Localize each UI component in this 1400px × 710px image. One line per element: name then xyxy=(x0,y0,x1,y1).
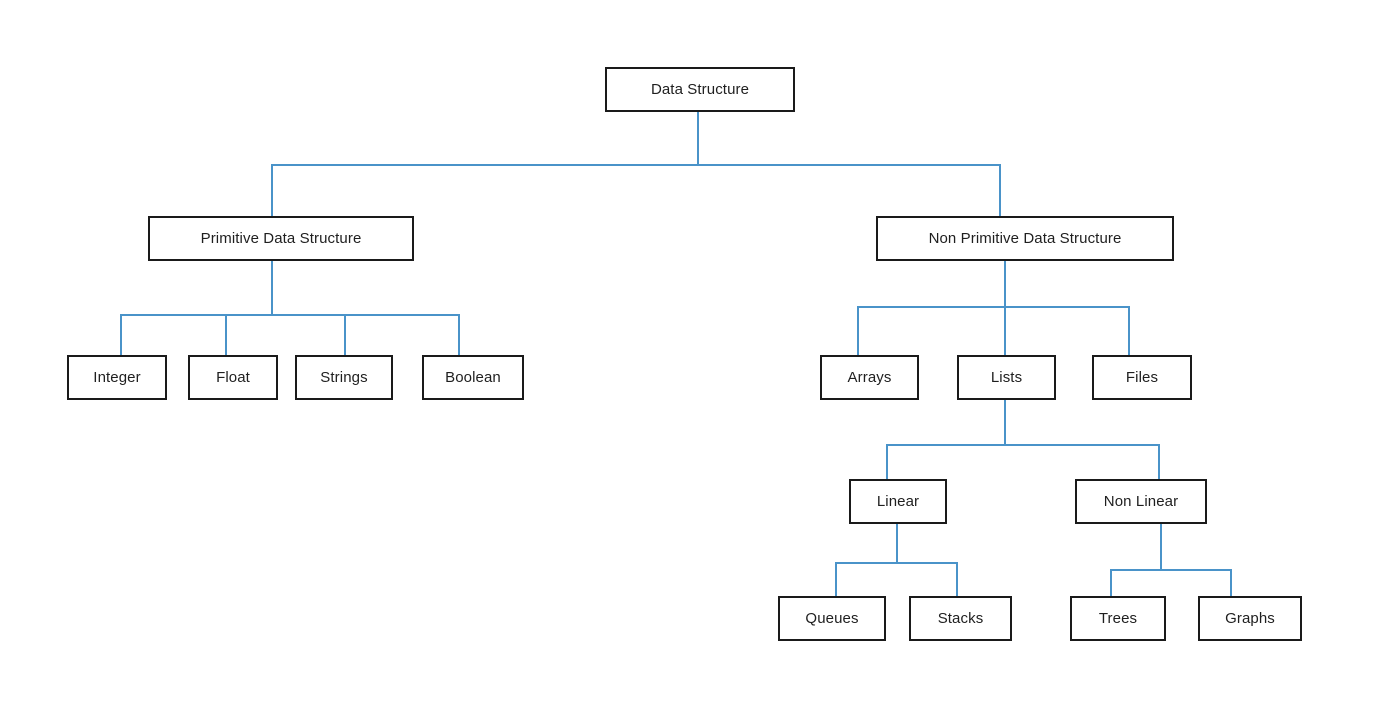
node-trees[interactable]: Trees xyxy=(1070,596,1166,641)
node-arrays[interactable]: Arrays xyxy=(820,355,919,400)
node-linear[interactable]: Linear xyxy=(849,479,947,524)
node-non-linear[interactable]: Non Linear xyxy=(1075,479,1207,524)
node-files[interactable]: Files xyxy=(1092,355,1192,400)
node-graphs[interactable]: Graphs xyxy=(1198,596,1302,641)
node-float[interactable]: Float xyxy=(188,355,278,400)
node-stacks[interactable]: Stacks xyxy=(909,596,1012,641)
node-non-primitive-data-structure[interactable]: Non Primitive Data Structure xyxy=(876,216,1174,261)
node-data-structure[interactable]: Data Structure xyxy=(605,67,795,112)
node-lists[interactable]: Lists xyxy=(957,355,1056,400)
node-strings[interactable]: Strings xyxy=(295,355,393,400)
node-queues[interactable]: Queues xyxy=(778,596,886,641)
node-integer[interactable]: Integer xyxy=(67,355,167,400)
node-primitive-data-structure[interactable]: Primitive Data Structure xyxy=(148,216,414,261)
node-boolean[interactable]: Boolean xyxy=(422,355,524,400)
